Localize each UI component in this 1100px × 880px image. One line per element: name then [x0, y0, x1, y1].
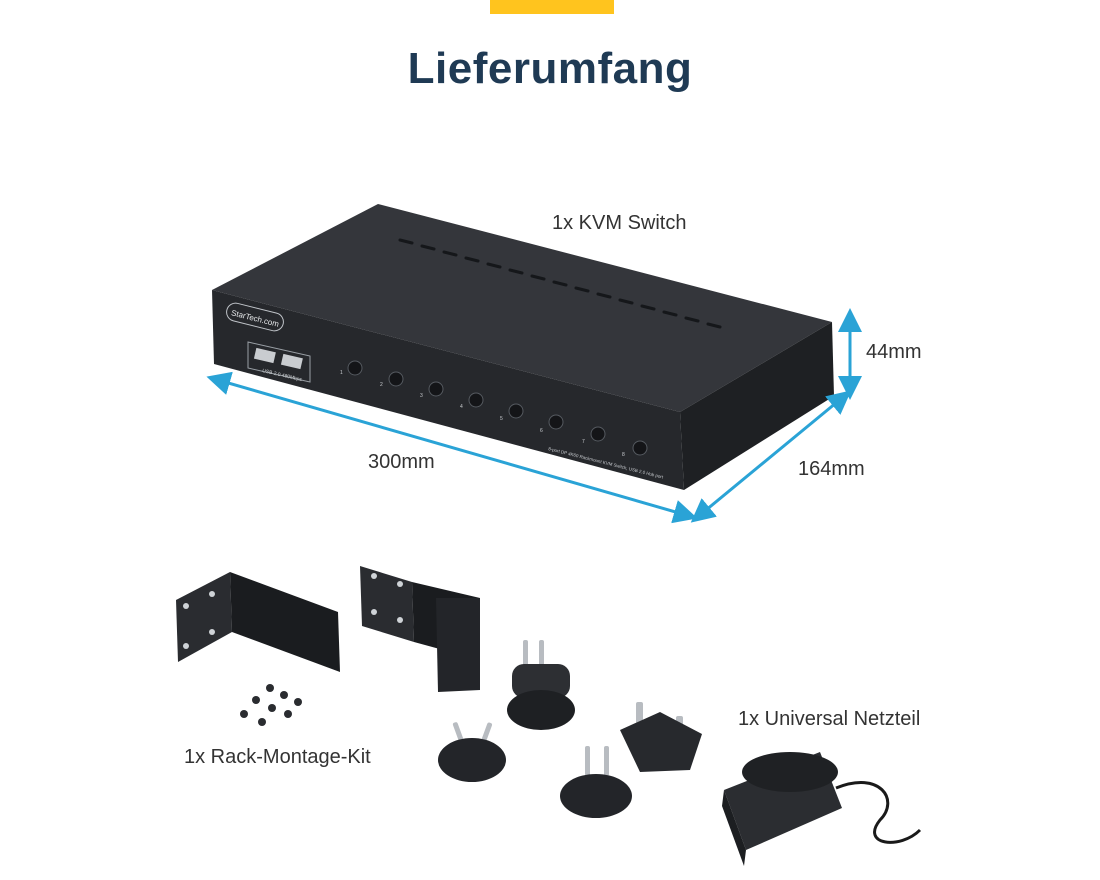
plug-adapter-au [438, 722, 506, 782]
screws [240, 684, 302, 726]
vent-slots [398, 238, 722, 329]
width-dimension-line [206, 371, 698, 524]
rack-kit-label: 1x Rack-Montage-Kit [184, 746, 371, 768]
port-number: 8 [622, 452, 625, 458]
port-number: 3 [420, 393, 423, 399]
port-button-7 [590, 426, 606, 442]
power-supply-label: 1x Universal Netzteil [738, 708, 921, 730]
width-dimension-label: 300mm [368, 451, 435, 473]
port-number: 2 [380, 382, 383, 388]
plug-adapter-eu [507, 640, 575, 730]
plug-adapter-uk [620, 702, 702, 772]
rack-bracket-left [176, 572, 340, 672]
height-dimension-label: 44mm [866, 341, 922, 363]
kvm-switch: StarTech.com USB 2.0 480Mbps 1 2 3 4 5 6 [212, 204, 834, 490]
port-button-1 [347, 360, 363, 376]
kvm-top-panel [212, 204, 832, 412]
port-number: 7 [582, 439, 585, 445]
port-button-4 [468, 392, 484, 408]
port-button-2 [388, 371, 404, 387]
port-button-6 [548, 414, 564, 430]
rack-bracket-right [360, 566, 480, 692]
kvm-switch-label: 1x KVM Switch [552, 212, 687, 234]
port-number: 4 [460, 404, 463, 410]
usb-port-icon [253, 347, 276, 364]
port-number: 6 [540, 428, 543, 434]
port-button-8 [632, 440, 648, 456]
port-button-5 [508, 403, 524, 419]
depth-dimension-label: 164mm [798, 458, 865, 480]
port-number: 5 [500, 416, 503, 422]
usb-port-icon [280, 353, 303, 370]
port-button-3 [428, 381, 444, 397]
plug-adapter-us [560, 746, 632, 818]
power-supply [722, 752, 922, 866]
accent-bar [490, 0, 614, 14]
port-number: 1 [340, 370, 343, 376]
page-title: Lieferumfang [407, 44, 693, 93]
depth-dimension-line [690, 390, 852, 523]
